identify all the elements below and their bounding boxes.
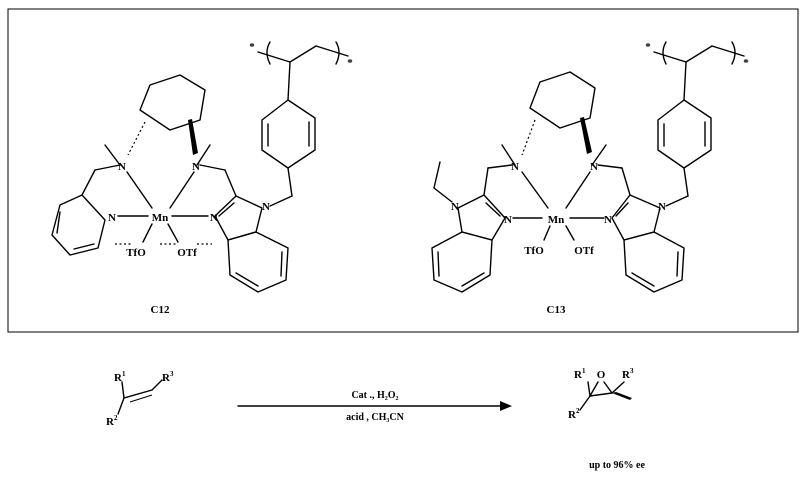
c12-benzyl-n: N [262, 201, 270, 213]
alkene-substrate [117, 379, 163, 415]
epoxide-r3: R3 [622, 367, 634, 381]
c12-polymer-star-left: * [249, 41, 255, 53]
c13-left-imidazole-n: N [504, 214, 512, 226]
alkene-r1: R1 [114, 370, 126, 384]
epoxide-product [579, 381, 632, 411]
catalyst-frame [7, 8, 799, 333]
c13-ethyl-n: N [451, 201, 459, 213]
reaction-conditions-top: Cat ., H₂O₂ [351, 390, 398, 401]
catalyst-c13-structure [431, 41, 745, 293]
epoxide-oxygen: O [597, 369, 606, 381]
c13-right-imidazole-n: N [604, 214, 612, 226]
reaction-conditions-bottom: acid , CH₃CN [346, 412, 404, 423]
c12-label: C12 [151, 304, 170, 316]
c12-tfo: TfO [126, 247, 146, 259]
epoxide-r2: R2 [568, 407, 580, 421]
c13-mn: Mn [548, 214, 565, 226]
c13-tfo: TfO [524, 245, 544, 257]
catalyst-c12-structure [51, 41, 349, 293]
c13-benzyl-n: N [658, 201, 666, 213]
c13-amine-n-left: N [511, 161, 519, 173]
c12-amine-n-right: N [192, 161, 200, 173]
c12-amine-n-left: N [118, 161, 126, 173]
c13-amine-n-right: N [590, 161, 598, 173]
alkene-r2: R2 [106, 414, 118, 428]
c13-polymer-star-left: * [645, 41, 651, 53]
c12-polymer-star-right: * [347, 57, 353, 69]
c12-imidazole-n: N [210, 212, 218, 224]
c13-label: C13 [547, 304, 566, 316]
c13-polymer-star-right: * [743, 57, 749, 69]
c12-otf: OTf [177, 247, 197, 259]
enantioselectivity-result: up to 96% ee [589, 460, 645, 471]
c13-otf: OTf [574, 245, 594, 257]
c12-pyridine-n: N [108, 212, 116, 224]
epoxide-r1: R1 [574, 367, 586, 381]
alkene-r3: R3 [162, 370, 174, 384]
c12-mn: Mn [152, 212, 169, 224]
reaction-arrow [237, 401, 512, 411]
